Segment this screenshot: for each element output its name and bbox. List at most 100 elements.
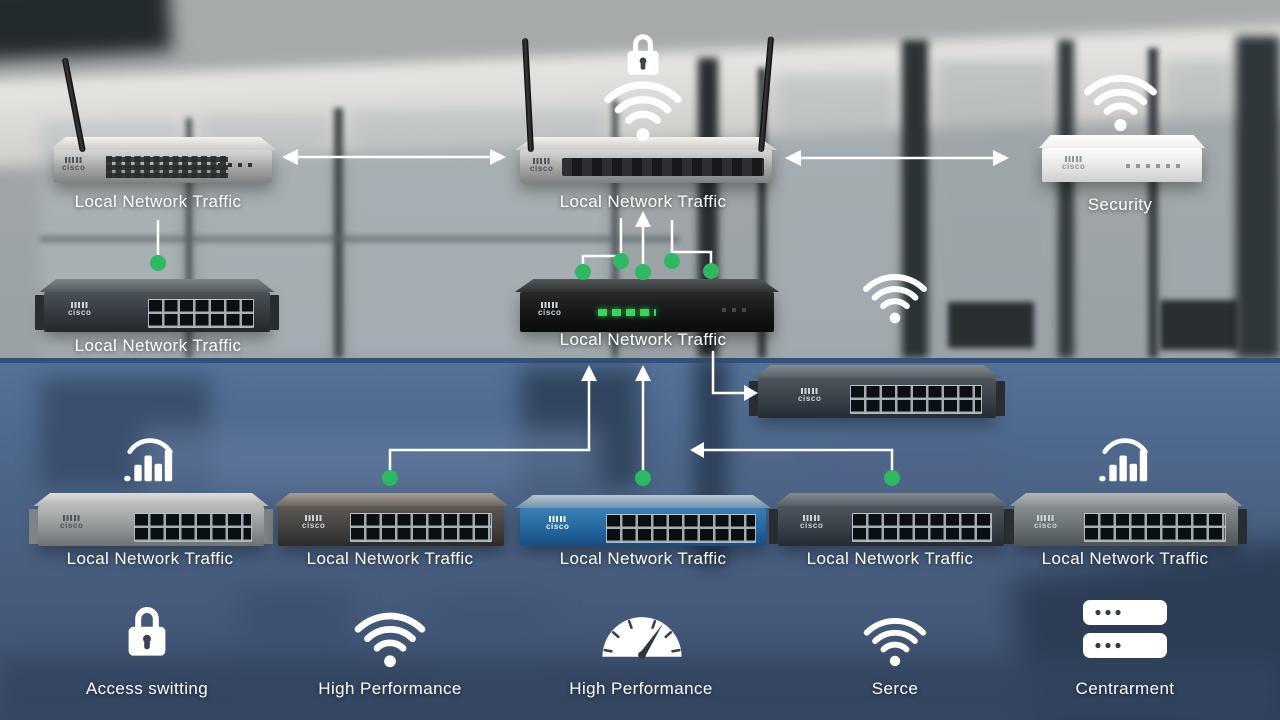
cisco-logo-bars [1036,515,1055,521]
port-block [350,513,492,542]
cisco-logo: cisco [538,302,561,317]
signal-bars-icon [1099,441,1147,482]
port-block [852,513,992,542]
device-security-appliance: cisco [1038,135,1206,182]
servers-icon [1083,600,1167,658]
port-block [1084,513,1226,542]
green-node-dot [635,470,651,486]
green-node-dot [664,253,680,269]
device-top-face [514,137,778,150]
cisco-logo: cisco [68,302,91,317]
feature-label-high-performance-1: High Performance [318,679,462,698]
bg-shape [612,100,618,358]
device-mid-center-gateway: cisco [514,279,780,332]
arrowhead-right [993,150,1009,166]
rack-ear [1238,509,1247,544]
cisco-logo-word: cisco [530,164,554,173]
device-mid-left-switch: cisco [35,279,279,332]
device-mid-right-switch: cisco [749,365,1005,418]
cisco-logo: cisco [302,515,325,530]
cisco-logo-word: cisco [798,394,822,403]
port-marks [722,308,752,312]
rack-ear [749,381,758,416]
arrowhead-left [785,150,801,166]
connector-bottom2-to-gateway [388,378,591,472]
cisco-logo-word: cisco [800,521,824,530]
cisco-logo-bars [802,515,821,521]
green-node-dot [613,253,629,269]
led-strip [598,309,656,316]
port-block [148,299,254,328]
node-label-bottom-1: Local Network Traffic [66,549,234,568]
bg-shape [334,108,343,358]
cisco-logo-word: cisco [60,521,84,530]
cisco-logo-bars [304,515,323,521]
connector-gateway-to-midright [711,350,747,395]
connector-bottom4-left [702,448,894,472]
bg-shape [1058,40,1074,358]
cisco-logo: cisco [530,158,553,173]
cisco-logo-bars [62,515,81,521]
cisco-logo-bars [800,388,819,394]
rack-ear [29,509,38,544]
device-top-left-switch: cisco [49,57,277,183]
arrowhead-up [635,211,651,227]
cisco-logo-bars [532,158,551,164]
device-top-face [39,279,275,292]
rack-ear [270,295,279,330]
cisco-logo-bars [70,302,89,308]
bg-shape [948,302,1034,348]
feature-label-central-management: Centrarment [1075,679,1175,698]
bg-shape [1148,48,1158,358]
device-top-face [49,137,277,150]
bg-shape [1160,300,1238,350]
node-label-mid-center: Local Network Traffic [559,330,727,349]
device-top-face [1038,135,1206,148]
lock-icon [129,610,166,656]
device-top-face [273,493,509,506]
cisco-logo: cisco [546,516,569,531]
feature-label-high-performance-2: High Performance [569,679,713,698]
wifi-icon [866,277,924,323]
device-bottom-2-switch: cisco [273,493,509,546]
bg-shape [140,428,600,488]
node-label-mid-left: Local Network Traffic [74,336,242,355]
bg-shape [775,75,895,357]
rack-ear [264,509,273,544]
arrowhead-right [744,385,758,401]
node-label-bottom-5: Local Network Traffic [1041,549,1209,568]
arrowhead-left [690,442,704,458]
cisco-logo-word: cisco [546,522,570,531]
node-label-bottom-4: Local Network Traffic [806,549,974,568]
green-node-dot [150,255,166,271]
port-block [134,513,252,542]
device-top-face [773,493,1009,506]
cisco-logo-word: cisco [62,163,86,172]
arrowhead-up [581,365,597,381]
device-top-face [1009,493,1243,506]
device-top-face [33,493,269,506]
arrowhead-left [282,149,298,165]
cisco-logo: cisco [60,515,83,530]
wifi-icon [867,621,924,666]
signal-bars-icon [124,441,172,482]
device-top-face [515,495,771,508]
port-marks [218,163,258,167]
cisco-logo-bars [548,516,567,522]
cisco-logo: cisco [1034,515,1057,530]
port-block [606,514,756,543]
feature-label-service: Serce [871,679,919,698]
cisco-logo: cisco [798,388,821,403]
green-node-dot [382,470,398,486]
cisco-logo-word: cisco [538,308,562,317]
lock-icon [628,37,659,75]
bg-shape [1236,36,1280,358]
wifi-icon [358,616,422,667]
bg-shape [40,236,680,242]
device-top-face [753,365,1001,378]
connector-cluster-left [581,254,623,268]
green-node-dot [575,264,591,280]
device-bottom-1-switch: cisco [29,493,273,546]
